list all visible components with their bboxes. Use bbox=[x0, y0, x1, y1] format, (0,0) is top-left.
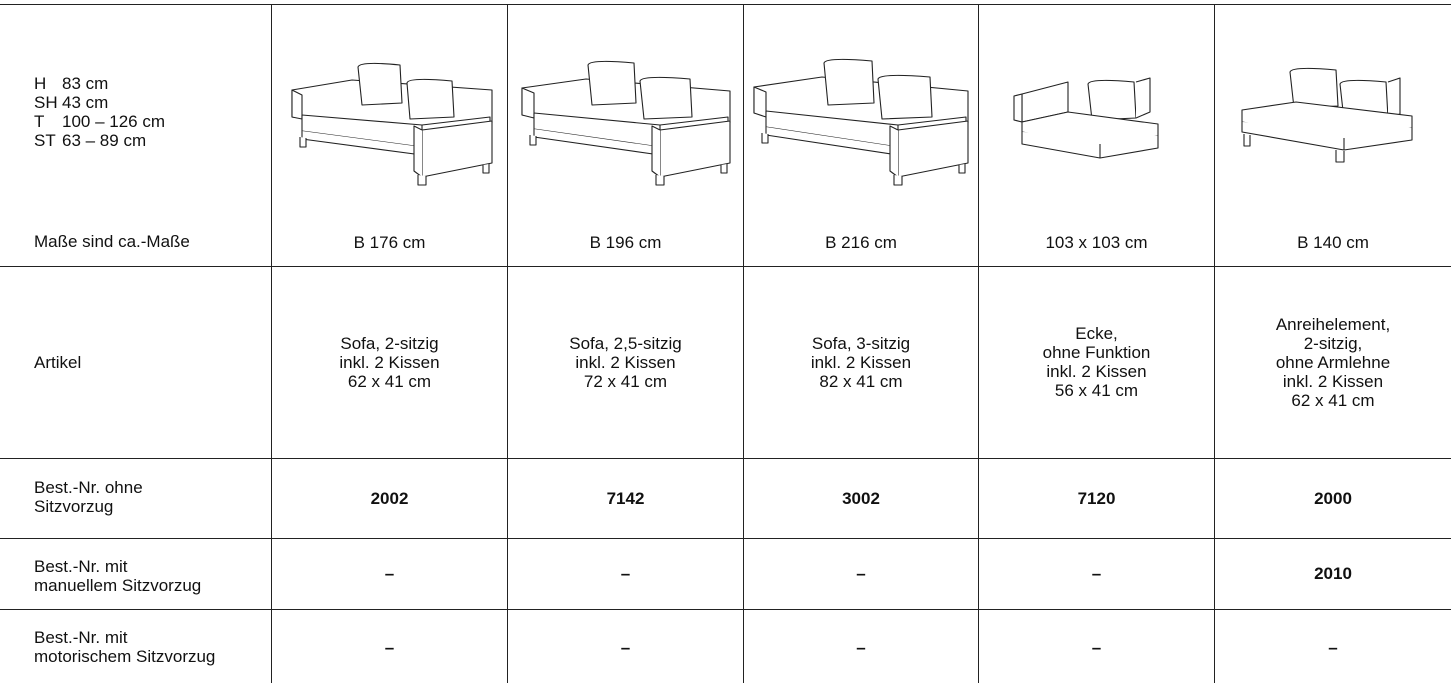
order-number-cell: – bbox=[620, 637, 631, 657]
size-cell: 103 x 103 cm bbox=[1045, 232, 1148, 252]
row-divider bbox=[0, 538, 1451, 539]
order-no-manual-label: Best.-Nr. mit manuellem Sitzvorzug bbox=[34, 557, 202, 595]
row-divider bbox=[0, 266, 1451, 267]
order-number-cell: – bbox=[620, 564, 631, 583]
dimensions-list: H 83 cm SH 43 cm T 100 – 126 cm ST 63 – … bbox=[34, 74, 165, 150]
size-cell: B 196 cm bbox=[589, 232, 662, 252]
sofa-3-seater-icon bbox=[750, 55, 972, 190]
dimension-height: H 83 cm bbox=[34, 74, 109, 93]
order-number-cell: 3002 bbox=[842, 488, 880, 508]
article-cell: Anreihelement, 2-sitzig, ohne Armlehne i… bbox=[1275, 314, 1391, 410]
order-number-cell: – bbox=[1328, 637, 1338, 657]
dimension-depth: T 100 – 126 cm bbox=[34, 112, 166, 131]
corner-element-icon bbox=[1008, 62, 1183, 177]
size-cell: B 140 cm bbox=[1297, 232, 1369, 252]
order-number-cell: – bbox=[856, 637, 866, 657]
order-number-cell: 7120 bbox=[1077, 488, 1116, 508]
order-number-cell: – bbox=[1091, 637, 1102, 657]
order-no-without-label: Best.-Nr. ohne Sitzvorzug bbox=[34, 478, 143, 516]
column-divider bbox=[271, 4, 272, 683]
order-number-cell: – bbox=[856, 564, 866, 583]
row-divider bbox=[0, 609, 1451, 610]
column-divider bbox=[507, 4, 508, 683]
size-cell: B 176 cm bbox=[353, 232, 426, 252]
column-divider bbox=[1214, 4, 1215, 683]
order-number-cell: – bbox=[384, 637, 395, 657]
sofa-2-5-seater-icon bbox=[516, 55, 734, 190]
column-divider bbox=[743, 4, 744, 683]
article-cell: Ecke, ohne Funktion inkl. 2 Kissen 56 x … bbox=[1042, 324, 1151, 400]
article-cell: Sofa, 2-sitzig inkl. 2 Kissen 62 x 41 cm bbox=[339, 333, 440, 391]
article-cell: Sofa, 3-sitzig inkl. 2 Kissen 82 x 41 cm bbox=[810, 333, 912, 391]
order-number-cell: – bbox=[1091, 564, 1102, 583]
order-number-cell: – bbox=[384, 564, 395, 583]
article-cell: Sofa, 2,5-sitzig inkl. 2 Kissen 72 x 41 … bbox=[569, 333, 682, 391]
table-border-top bbox=[0, 4, 1451, 5]
dimension-seat-depth: ST 63 – 89 cm bbox=[34, 131, 147, 150]
article-row-label: Artikel bbox=[34, 353, 82, 372]
order-number-cell: 2010 bbox=[1314, 564, 1352, 583]
order-number-cell: 2000 bbox=[1314, 488, 1352, 508]
size-row-label: Maße sind ca.-Maße bbox=[34, 232, 190, 251]
add-on-element-icon bbox=[1236, 62, 1436, 182]
row-divider bbox=[0, 458, 1451, 459]
dimension-seat-height: SH 43 cm bbox=[34, 93, 109, 112]
order-no-motor-label: Best.-Nr. mit motorischem Sitzvorzug bbox=[34, 628, 216, 666]
size-cell: B 216 cm bbox=[825, 232, 897, 252]
column-divider bbox=[978, 4, 979, 683]
order-number-cell: 7142 bbox=[606, 488, 645, 508]
sofa-2-seater-icon bbox=[282, 55, 496, 190]
order-number-cell: 2002 bbox=[370, 488, 409, 508]
